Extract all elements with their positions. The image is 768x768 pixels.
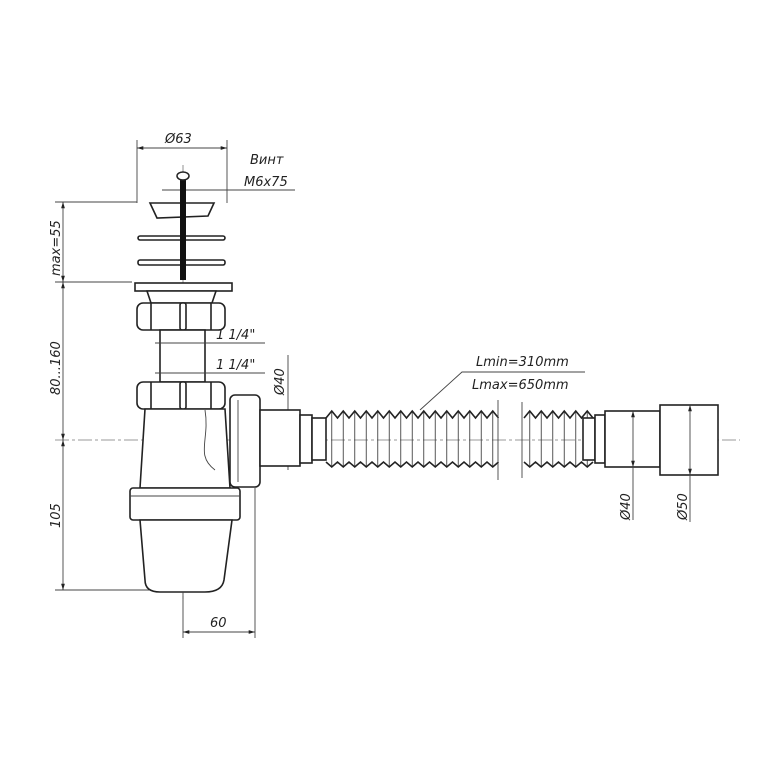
height-dimensions: max=55 80...160 105	[49, 202, 65, 590]
hose-end-outer-diameter: Ø50	[676, 493, 691, 521]
offset-label: 60	[210, 616, 227, 631]
strainer-diameter-label: Ø63	[164, 132, 192, 147]
hose-max-length: Lmax=650mm	[472, 378, 569, 393]
hose-length-callout: Lmin=310mm Lmax=650mm	[419, 355, 585, 411]
offset-dimension: 60	[182, 488, 256, 638]
screw-title: Винт	[250, 153, 284, 168]
screw	[180, 176, 186, 280]
siphon-body	[129, 282, 261, 593]
height-trap-label: 105	[49, 503, 64, 528]
corrugated-hose	[259, 400, 719, 480]
thread-upper-label: 1 1/4"	[216, 328, 255, 343]
thread-lower-label: 1 1/4"	[216, 358, 255, 373]
screw-size: M6x75	[244, 175, 288, 190]
height-max-label: max=55	[49, 220, 64, 276]
hose-end-dimensions: Ø40 Ø50	[619, 405, 692, 522]
strainer	[137, 171, 226, 280]
hose-end-inner-diameter: Ø40	[619, 493, 634, 521]
hose-min-length: Lmin=310mm	[476, 355, 569, 370]
screw-callout: Винт M6x75	[162, 153, 295, 191]
strainer-diameter-dimension: Ø63	[136, 132, 228, 203]
outlet-diameter-label: Ø40	[273, 368, 288, 396]
thread-callouts: 1 1/4" 1 1/4"	[155, 328, 265, 374]
height-range-label: 80...160	[49, 341, 64, 395]
